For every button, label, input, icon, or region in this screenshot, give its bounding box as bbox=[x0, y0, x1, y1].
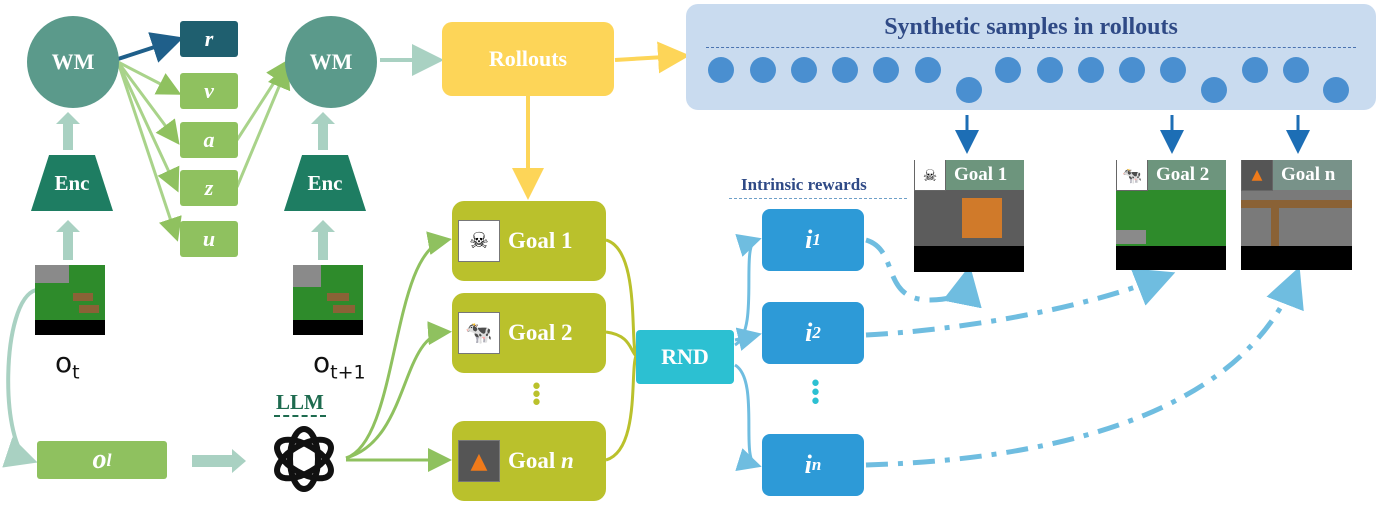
goal-2-screenshot-label: Goal 2 bbox=[1156, 164, 1210, 185]
goal-1-screenshot-label: Goal 1 bbox=[954, 164, 1008, 185]
output-v: v bbox=[180, 73, 238, 109]
output-a: a bbox=[180, 122, 238, 158]
output-r-label: r bbox=[204, 26, 214, 51]
o-l-base: o bbox=[92, 444, 107, 475]
sample-dot bbox=[750, 57, 776, 83]
observation-frame-t1 bbox=[293, 265, 363, 335]
sample-dot bbox=[791, 57, 817, 83]
output-u-label: u bbox=[202, 226, 216, 251]
intrinsic-ellipsis: ••• bbox=[809, 372, 822, 415]
cow-icon: 🐄 bbox=[1116, 160, 1148, 191]
goal-2-screenshot-header: 🐄 Goal 2 bbox=[1116, 160, 1226, 191]
in-sub: n bbox=[811, 455, 822, 474]
o-l-sub: l bbox=[106, 449, 112, 470]
intrinsic-divider bbox=[729, 198, 907, 199]
o-t-sub: t bbox=[72, 361, 80, 384]
synthetic-samples-panel: Synthetic samples in rollouts bbox=[686, 4, 1376, 110]
world-model-left: WM bbox=[27, 16, 119, 108]
rollouts-label: Rollouts bbox=[488, 46, 568, 71]
sample-dot bbox=[832, 57, 858, 83]
output-a-label: a bbox=[203, 127, 215, 152]
output-z: z bbox=[180, 170, 238, 206]
goals-ellipsis: ••• bbox=[530, 375, 543, 416]
rnd-label: RND bbox=[661, 344, 709, 369]
furnace-icon: ▲ bbox=[1241, 160, 1273, 191]
in-base: i bbox=[804, 450, 812, 479]
sample-dot bbox=[915, 57, 941, 83]
encoder-left-label: Enc bbox=[54, 170, 90, 195]
sample-dot bbox=[1201, 77, 1227, 103]
observation-o-t1: ot+1 bbox=[313, 346, 366, 384]
output-v-label: v bbox=[204, 78, 214, 103]
sample-dot bbox=[1037, 57, 1063, 83]
sample-dot bbox=[873, 57, 899, 83]
panel-title: Synthetic samples in rollouts bbox=[884, 14, 1178, 40]
furnace-icon: ▲ bbox=[458, 440, 500, 482]
goal-1-screenshot: ☠ Goal 1 bbox=[914, 160, 1024, 272]
goal-1-label: Goal 1 bbox=[508, 228, 573, 253]
o-t1-base: o bbox=[313, 346, 331, 379]
goal-n-screenshot-header: ▲ Goal n bbox=[1241, 160, 1352, 191]
observation-o-t: ot bbox=[55, 346, 80, 384]
llm-logo-icon bbox=[262, 418, 346, 500]
panel-divider bbox=[706, 47, 1356, 48]
goal-2-box: 🐄 Goal 2 bbox=[452, 293, 606, 373]
observation-frame-t bbox=[35, 265, 105, 335]
cow-icon: 🐄 bbox=[458, 312, 500, 354]
rollouts-box: Rollouts bbox=[442, 22, 614, 96]
sample-dot bbox=[956, 77, 982, 103]
sample-dot bbox=[1242, 57, 1268, 83]
i1-base: i bbox=[805, 225, 813, 254]
sample-dot bbox=[1283, 57, 1309, 83]
sample-dot bbox=[1119, 57, 1145, 83]
skeleton-icon: ☠ bbox=[458, 220, 500, 262]
sample-dot bbox=[1160, 57, 1186, 83]
i2-base: i bbox=[805, 318, 813, 347]
i2-sub: 2 bbox=[812, 323, 821, 342]
encoder-right: Enc bbox=[284, 155, 366, 211]
o-t1-sub: t+1 bbox=[330, 361, 366, 384]
output-r: r bbox=[180, 21, 238, 57]
goal-n-label-base: Goal bbox=[508, 448, 562, 473]
intrinsic-rewards-label: Intrinsic rewards bbox=[741, 175, 867, 194]
llm-label: LLM bbox=[274, 390, 326, 417]
skeleton-icon: ☠ bbox=[914, 160, 946, 191]
encoder-right-label: Enc bbox=[307, 170, 343, 195]
world-model-right: WM bbox=[285, 16, 377, 108]
o-t-base: o bbox=[55, 346, 73, 379]
sample-dot bbox=[708, 57, 734, 83]
goal-1-screenshot-header: ☠ Goal 1 bbox=[914, 160, 1024, 191]
goal-n-label: Goal n bbox=[508, 448, 574, 474]
goal-n-screenshot: ▲ Goal n bbox=[1241, 160, 1352, 270]
i1-sub: 1 bbox=[812, 230, 821, 249]
output-z-label: z bbox=[204, 175, 214, 200]
goal-n-box: ▲ Goal n bbox=[452, 421, 606, 501]
sample-dot bbox=[1323, 77, 1349, 103]
goal-2-label: Goal 2 bbox=[508, 320, 573, 345]
world-model-right-label: WM bbox=[309, 49, 353, 74]
world-model-left-label: WM bbox=[51, 49, 95, 74]
rnd-box: RND bbox=[636, 330, 734, 384]
sample-dot bbox=[995, 57, 1021, 83]
goal-1-box: ☠ Goal 1 bbox=[452, 201, 606, 281]
sample-dot bbox=[1078, 57, 1104, 83]
goal-n-label-var: n bbox=[561, 448, 574, 473]
output-u: u bbox=[180, 221, 238, 257]
goal-n-screenshot-label: Goal n bbox=[1281, 164, 1336, 185]
goal-2-screenshot: 🐄 Goal 2 bbox=[1116, 160, 1226, 270]
encoder-left: Enc bbox=[31, 155, 113, 211]
